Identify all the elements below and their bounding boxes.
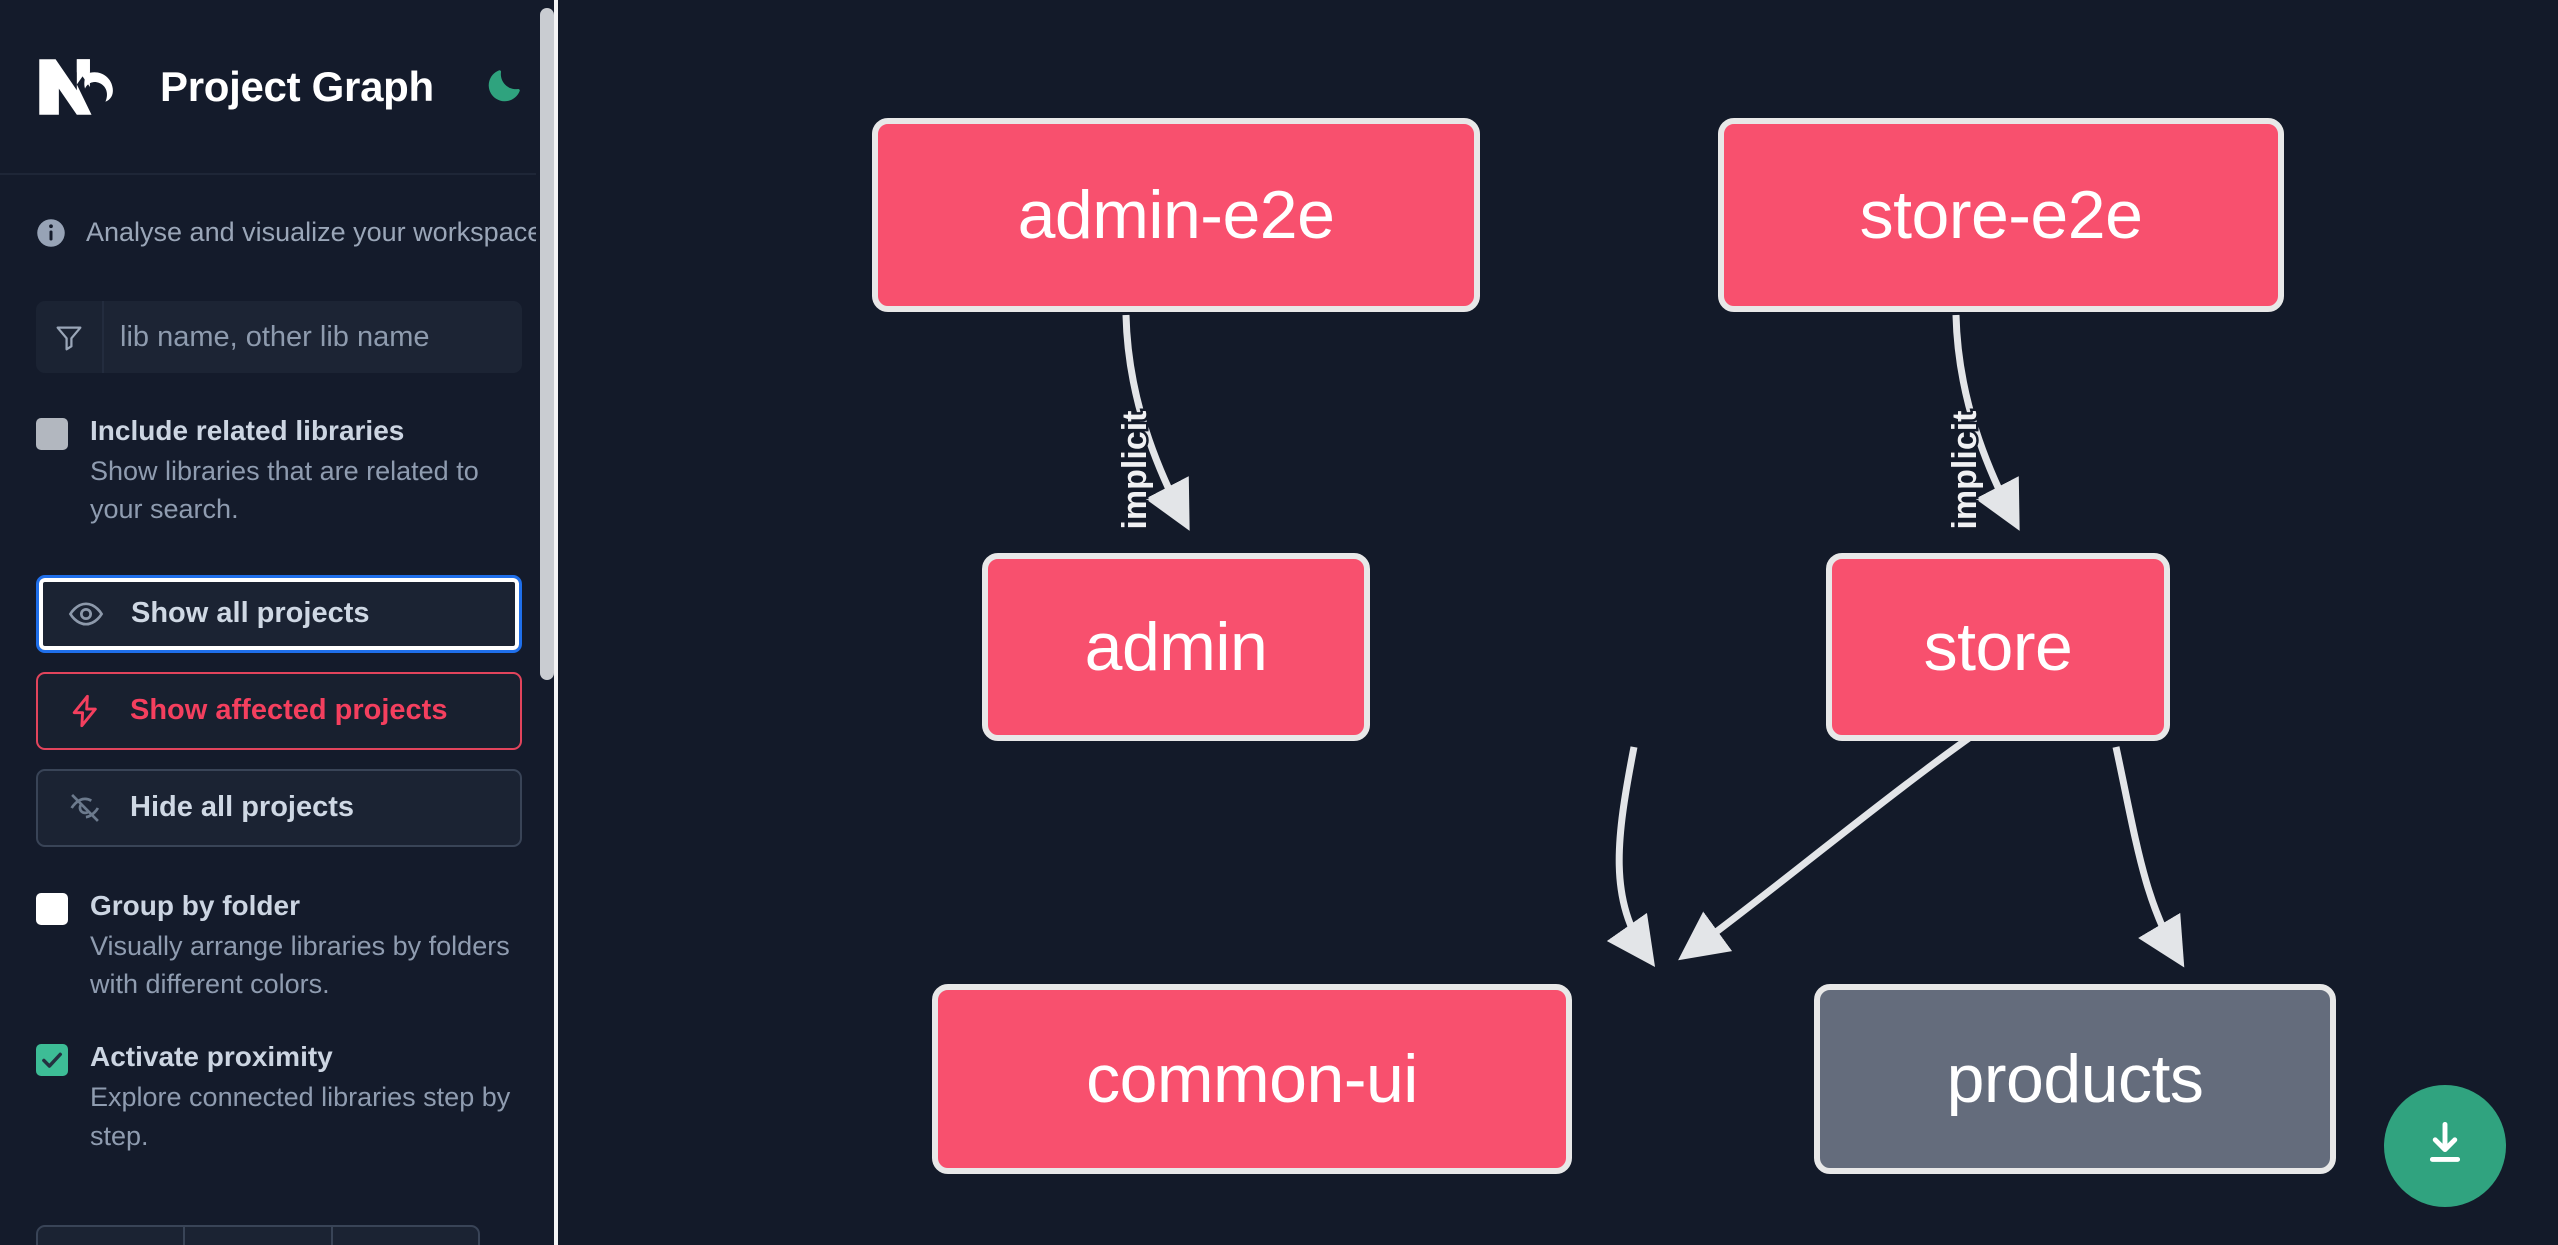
edge-store-e2e-to-store	[1952, 314, 2020, 531]
download-graph-button[interactable]	[2384, 1085, 2506, 1207]
sidebar: Project Graph Analyse and visualize your…	[0, 0, 558, 1245]
show-all-projects-button[interactable]: Show all projects	[36, 574, 522, 653]
option-label: Activate proximity	[90, 1041, 333, 1073]
option-label: Include related libraries	[90, 415, 405, 446]
show-affected-projects-label: Show affected projects	[130, 694, 448, 727]
sidebar-scrollbar-thumb[interactable]	[540, 8, 554, 680]
hide-all-projects-button[interactable]: Hide all projects	[36, 768, 522, 847]
option-label: Group by folder	[90, 889, 300, 921]
graph-canvas[interactable]: implicit implicit admin-e2e store-e2e ad…	[558, 0, 2558, 1245]
graph-node-admin[interactable]: admin	[982, 553, 1370, 741]
graph-node-products[interactable]: products	[1814, 984, 2336, 1174]
graph-node-store-e2e[interactable]: store-e2e	[1718, 118, 2284, 312]
search-input[interactable]	[104, 301, 522, 373]
edge-label-implicit: implicit	[1116, 410, 1154, 529]
option-description: Visually arrange libraries by folders wi…	[90, 930, 510, 999]
node-label: admin-e2e	[1017, 177, 1335, 253]
edge-label-implicit: implicit	[1946, 410, 1984, 529]
workspace-info-row: Analyse and visualize your workspace.	[0, 175, 558, 248]
node-label: products	[1946, 1041, 2204, 1117]
graph-node-store[interactable]: store	[1826, 553, 2170, 741]
download-icon	[2417, 1116, 2473, 1177]
checkbox-include-related-libraries[interactable]	[36, 418, 68, 450]
action-button-group: Show all projects Show affected projects	[36, 574, 522, 847]
option-group-by-folder[interactable]: Group by folder Visually arrange librari…	[0, 888, 558, 1004]
checkbox-activate-proximity[interactable]	[36, 1044, 68, 1077]
checkbox-group-by-folder[interactable]	[36, 892, 68, 925]
node-label: store	[1923, 609, 2073, 685]
eye-icon	[67, 595, 105, 633]
option-description: Show libraries that are related to your …	[90, 455, 479, 525]
graph-node-admin-e2e[interactable]: admin-e2e	[872, 118, 1480, 312]
edge-admin-to-common-ui	[1606, 746, 1656, 968]
show-affected-projects-button[interactable]: Show affected projects	[36, 671, 522, 750]
lightning-bolt-icon	[66, 692, 104, 730]
proximity-step-segment[interactable]	[185, 1227, 333, 1245]
sidebar-scrollbar[interactable]	[536, 0, 558, 1245]
node-label: admin	[1084, 609, 1268, 685]
nx-logo	[36, 54, 134, 120]
edge-store-to-products	[2112, 746, 2185, 968]
graph-node-common-ui[interactable]: common-ui	[932, 984, 1572, 1174]
option-description: Explore connected libraries step by step…	[90, 1082, 511, 1151]
filter-icon[interactable]	[36, 301, 104, 373]
moon-icon[interactable]	[482, 66, 524, 108]
info-icon	[36, 218, 66, 248]
hide-all-projects-label: Hide all projects	[130, 791, 355, 824]
edge-admin-e2e-to-admin	[1122, 314, 1190, 531]
proximity-step-button-group[interactable]	[36, 1225, 480, 1245]
sidebar-header: Project Graph	[0, 0, 558, 175]
show-all-projects-label: Show all projects	[131, 597, 370, 630]
search-bar	[36, 301, 522, 373]
option-activate-proximity[interactable]: Activate proximity Explore connected lib…	[0, 1039, 558, 1155]
eye-off-icon	[66, 789, 104, 827]
graph-edges: implicit implicit	[1114, 314, 2185, 968]
workspace-info-text: Analyse and visualize your workspace.	[86, 217, 550, 247]
proximity-step-segment[interactable]	[38, 1227, 186, 1245]
node-label: store-e2e	[1859, 177, 2143, 253]
sidebar-resize-handle[interactable]	[554, 0, 558, 1245]
proximity-step-segment[interactable]	[333, 1227, 478, 1245]
option-include-related-libraries[interactable]: Include related libraries Show libraries…	[0, 413, 558, 529]
page-title: Project Graph	[160, 62, 434, 110]
node-label: common-ui	[1086, 1041, 1418, 1117]
